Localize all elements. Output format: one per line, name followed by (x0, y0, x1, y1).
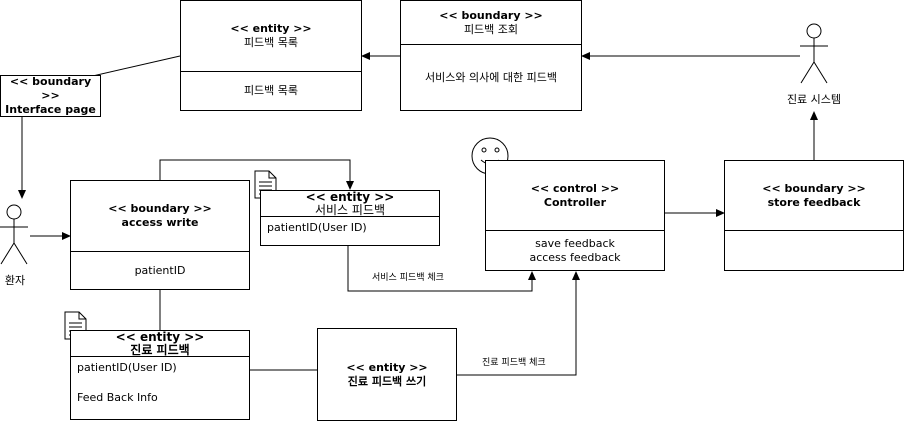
operation-access-feedback: access feedback (529, 250, 621, 264)
class-name: 피드백 조회 (463, 22, 519, 36)
actor-label-clinic-system: 진료 시스템 (786, 93, 842, 106)
patient-actor-figure (0, 204, 28, 265)
feedback-list-entity[interactable]: << entity >> 피드백 목록 피드백 목록 (180, 0, 362, 111)
clinic-system-actor-figure (800, 23, 828, 84)
store-feedback-boundary[interactable]: << boundary >> store feedback (724, 160, 904, 271)
class-name: Controller (543, 195, 607, 209)
feedback-query-boundary[interactable]: << boundary >> 피드백 조회 서비스와 의사에 대한 피드백 (400, 0, 582, 111)
class-name: Interface page (5, 103, 96, 116)
document-icon (254, 170, 277, 199)
edge-access-write-to-service-feedback (159, 159, 354, 190)
class-body: patientID (134, 263, 186, 277)
attribute-feedback-info: Feed Back Info (77, 391, 158, 404)
class-name: 서비스 피드백 (314, 202, 386, 217)
clinic-feedback-write-entity[interactable]: << entity >> 진료 피드백 쓰기 (317, 328, 457, 421)
attribute-patient-id: patientID(User ID) (77, 361, 177, 374)
stereotype-label: << entity >> (305, 189, 395, 204)
class-name: access write (121, 216, 199, 229)
stereotype-label: << entity >> (115, 329, 205, 344)
edge-label-clinic-check: 진료 피드백 체크 (482, 358, 546, 368)
stereotype-label: << boundary >> (439, 8, 543, 22)
document-icon (64, 311, 87, 340)
controller-control[interactable]: << control >> Controller save feedback a… (485, 160, 665, 271)
stereotype-label: << control >> (530, 181, 620, 195)
class-body: 피드백 목록 (243, 84, 299, 97)
stereotype-label: << boundary >> (9, 75, 92, 102)
stereotype-label: << boundary >> (108, 202, 212, 215)
class-name: 진료 피드백 쓰기 (347, 374, 427, 388)
clinic-feedback-entity[interactable]: << entity >> 진료 피드백 patientID(User ID) F… (70, 330, 250, 420)
edge-label-service-check: 서비스 피드백 체크 (372, 273, 444, 283)
interface-page-boundary[interactable]: << boundary >> Interface page (0, 75, 101, 117)
access-write-boundary[interactable]: << boundary >> access write patientID (70, 180, 250, 290)
service-feedback-entity[interactable]: << entity >> 서비스 피드백 patientID(User ID) (260, 190, 440, 246)
edge-service-feedback-to-controller (347, 246, 536, 292)
class-name: 진료 피드백 (130, 342, 190, 357)
class-name: 피드백 목록 (243, 36, 299, 49)
stereotype-label: << entity >> (230, 22, 312, 35)
stereotype-label: << boundary >> (762, 181, 866, 195)
class-name: store feedback (767, 195, 861, 209)
class-body: patientID(User ID) (267, 221, 367, 234)
operation-save-feedback: save feedback (535, 236, 615, 250)
class-body: 서비스와 의사에 대한 피드백 (425, 70, 557, 84)
actor-label-patient: 환자 (4, 274, 26, 287)
stereotype-label: << entity >> (346, 360, 428, 374)
edge-clinic-feedback-write-to-controller (457, 271, 580, 376)
